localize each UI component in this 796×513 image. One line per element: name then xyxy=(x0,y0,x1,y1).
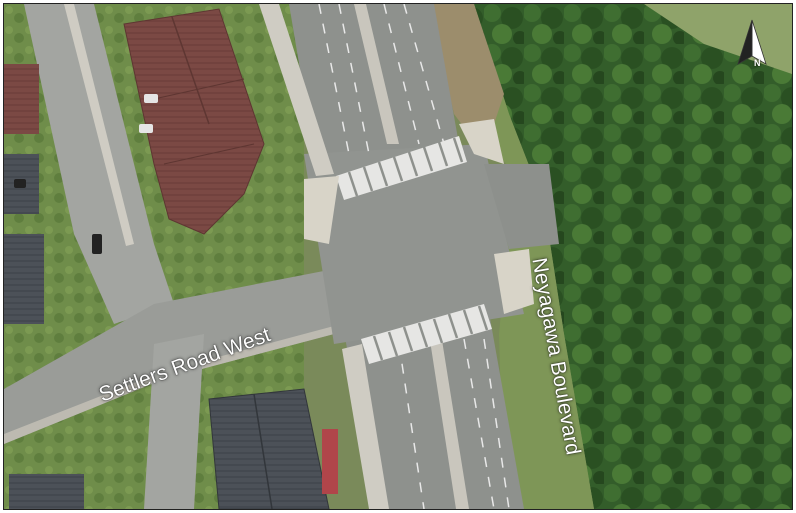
crosswalk-north xyxy=(336,136,467,200)
turn-lane-east xyxy=(484,164,559,249)
vegetation-east xyxy=(474,4,792,509)
north-arrow-icon xyxy=(737,19,767,65)
sidewalk-west xyxy=(64,4,134,246)
sidewalk-boulevard-southwest xyxy=(342,344,389,509)
houses-south xyxy=(208,388,338,509)
map-canvas xyxy=(4,4,792,509)
houses-north xyxy=(123,8,265,235)
sidewalk-boulevard-west xyxy=(259,4,334,176)
median-north xyxy=(354,4,399,144)
corner-island-se xyxy=(494,249,534,314)
north-arrow-letter: N xyxy=(754,58,761,68)
dirt-patch xyxy=(429,4,504,154)
house-southwest xyxy=(9,474,84,509)
corner-island-ne xyxy=(459,119,504,164)
aerial-map: Settlers Road West Neyagawa Boulevard xyxy=(3,3,793,510)
median-south xyxy=(429,334,469,509)
crosswalk-south xyxy=(361,304,492,364)
parked-cars xyxy=(14,94,158,254)
lane-markings xyxy=(318,4,510,509)
settlers-road-curb xyxy=(4,326,334,444)
local-street-west xyxy=(24,4,174,324)
corner-island-nw xyxy=(304,176,339,244)
houses-west xyxy=(4,64,44,324)
local-street-south xyxy=(144,334,204,509)
